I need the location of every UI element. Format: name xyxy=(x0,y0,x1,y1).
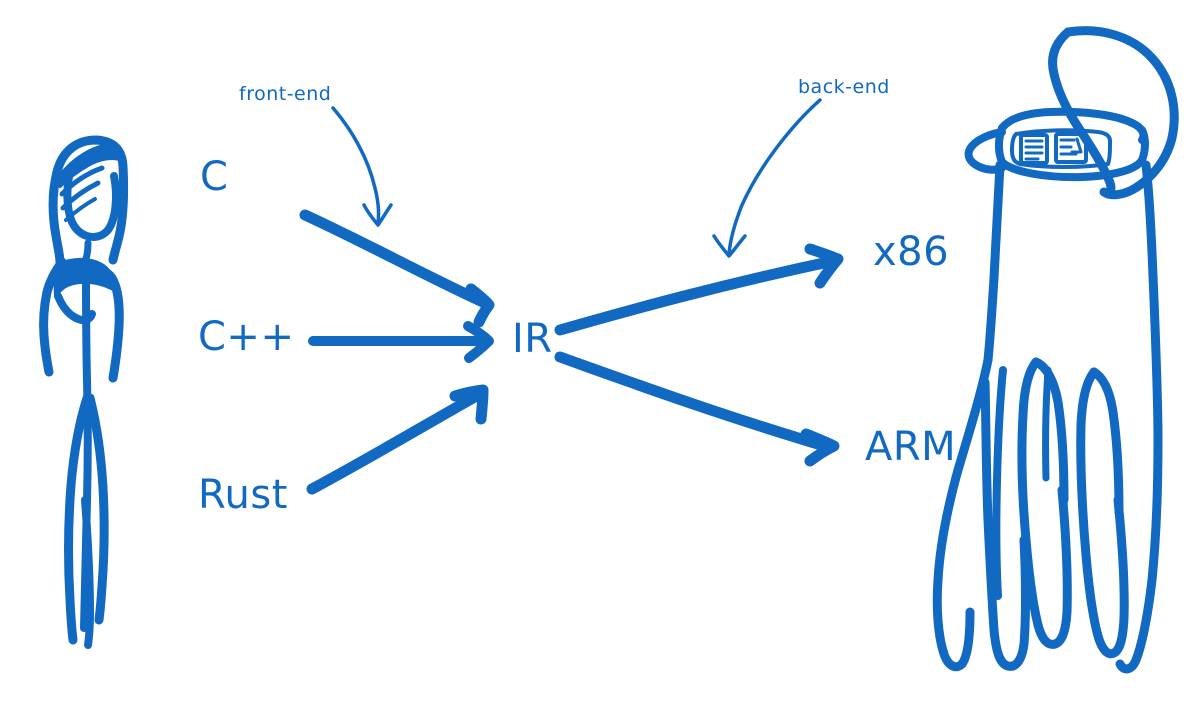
edge-ir-to-arm-arrowhead xyxy=(800,428,840,467)
stick-figure-person xyxy=(39,135,129,649)
ring-finger-right xyxy=(1089,367,1124,517)
backend-edges xyxy=(554,243,844,467)
label-front-end: front-end xyxy=(239,83,331,105)
label-language-c: C xyxy=(200,154,228,200)
hair-strand-1 xyxy=(59,165,105,197)
back-end-curve xyxy=(727,98,822,256)
edge-rust-to-ir xyxy=(306,388,486,495)
hand-with-smartwatch xyxy=(932,26,1179,674)
list-app-icon xyxy=(1019,133,1049,165)
label-language-cpp: C++ xyxy=(198,314,294,360)
label-ir: IR xyxy=(512,316,553,362)
edge-rust-to-ir-arrowhead xyxy=(449,384,489,425)
edge-ir-to-x86-arrowhead xyxy=(804,243,844,289)
thumb-outer xyxy=(1063,26,1179,200)
edge-c-to-ir xyxy=(299,209,491,309)
right-leg xyxy=(85,393,109,625)
palm-left-edge xyxy=(932,355,993,672)
middle-finger xyxy=(1017,357,1072,649)
finger-gap-line-1 xyxy=(1042,366,1052,482)
edge-ir-to-arm xyxy=(554,351,834,453)
forearm-left-edge xyxy=(983,160,1005,365)
face-outline xyxy=(63,164,120,241)
front-end-curve xyxy=(331,106,381,226)
hair-strand-2 xyxy=(60,180,101,211)
index-finger xyxy=(980,377,1030,671)
edge-c-to-ir-arrowhead xyxy=(465,283,495,328)
forearm-right-edge xyxy=(1141,160,1163,445)
ring-finger xyxy=(1076,367,1129,659)
label-target-x86: x86 xyxy=(873,229,949,275)
hair-strand-3 xyxy=(64,197,97,222)
left-leg xyxy=(64,393,92,645)
watch-lug-left xyxy=(964,128,1006,174)
front-end-arrowhead xyxy=(362,203,393,227)
index-finger-inner xyxy=(992,366,1007,600)
edge-ir-to-x86 xyxy=(554,255,839,336)
label-back-end: back-end xyxy=(798,76,890,98)
annotation-arrows xyxy=(331,98,822,258)
frontend-edges xyxy=(299,209,495,495)
left-shoulder-arm xyxy=(39,257,67,377)
inner-leg-line xyxy=(81,496,94,649)
label-target-arm: ARM xyxy=(865,424,956,470)
label-language-rust: Rust xyxy=(198,472,288,518)
pinky-finger xyxy=(1115,435,1163,674)
edge-cpp-to-ir-arrowhead xyxy=(463,321,494,363)
watch-body xyxy=(995,124,1149,182)
back-end-arrowhead xyxy=(712,234,747,258)
photo-app-icon xyxy=(1054,132,1088,164)
watch-screen xyxy=(1010,128,1112,169)
hair-fill xyxy=(58,144,124,188)
